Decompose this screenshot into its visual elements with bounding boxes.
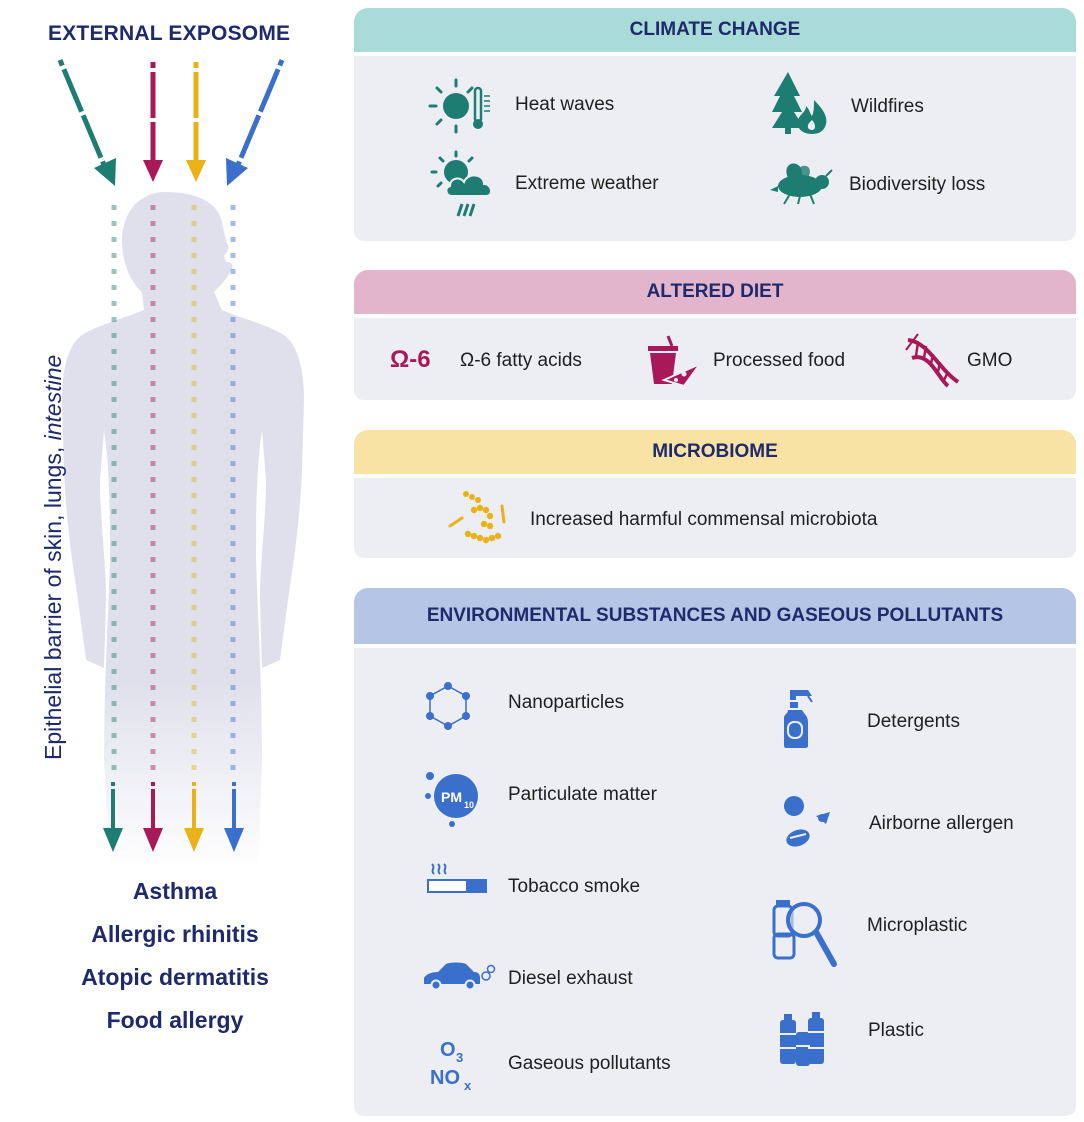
microplastic-label: Microplastic xyxy=(867,915,968,936)
pm-subscript: 10 xyxy=(464,800,474,810)
pm-text: PM xyxy=(441,789,462,805)
environmental-header: ENVIRONMENTAL SUBSTANCES AND GASEOUS POL… xyxy=(354,588,1076,644)
cigarette-icon xyxy=(427,863,487,893)
human-silhouette xyxy=(62,192,304,870)
tobacco-smoke-label: Tobacco smoke xyxy=(508,876,641,897)
plastic-bottles-icon xyxy=(780,1012,824,1066)
disease-outcomes: Asthma Allergic rhinitis Atopic dermatit… xyxy=(40,870,310,1042)
sun-thermometer-icon xyxy=(428,78,490,134)
epithelial-barrier-label: Epithelial barrier of skin, lungs, intes… xyxy=(40,354,66,760)
gaseous-pollutants-label: Gaseous pollutants xyxy=(508,1053,671,1074)
airborne-allergen-label: Airborne allergen xyxy=(869,813,1014,834)
omega-6-fatty-acids-label: Ω-6 fatty acids xyxy=(460,350,582,371)
dna-icon xyxy=(905,333,960,388)
microbiome-panel xyxy=(354,478,1076,558)
climate-change-panel xyxy=(354,56,1076,241)
nox-subscript: x xyxy=(464,1078,472,1093)
teal-arrow-in xyxy=(57,59,116,186)
nanoparticles-label: Nanoparticles xyxy=(508,692,625,713)
incoming-arrows xyxy=(57,59,285,186)
wildfires-label: Wildfires xyxy=(851,96,924,117)
spray-bottle-icon xyxy=(784,690,813,748)
biodiversity-loss-label: Biodiversity loss xyxy=(849,174,986,195)
car-exhaust-icon xyxy=(424,962,496,991)
drink-pizza-icon xyxy=(648,335,704,388)
blue-arrow-in xyxy=(226,59,285,186)
altered-diet-panel xyxy=(354,318,1076,400)
nox-text: NO xyxy=(430,1067,460,1089)
processed-food-label: Processed food xyxy=(713,350,846,371)
omega-icon: Ω-6 xyxy=(390,346,431,373)
detergents-label: Detergents xyxy=(867,711,960,732)
diesel-exhaust-label: Diesel exhaust xyxy=(508,968,633,989)
o3-text: O xyxy=(440,1039,456,1061)
harmful-microbiota-label: Increased harmful commensal microbiota xyxy=(530,509,878,530)
pm10-icon: PM 10 xyxy=(425,772,478,827)
magenta-arrow-in xyxy=(143,62,163,182)
extreme-weather-label: Extreme weather xyxy=(515,173,659,194)
outcome-atopic-dermatitis: Atopic dermatitis xyxy=(81,964,269,990)
outgoing-arrows xyxy=(103,782,244,852)
storm-cloud-icon xyxy=(430,150,492,217)
tree-fire-icon xyxy=(772,72,827,134)
pollen-icon xyxy=(784,796,830,847)
bacteria-icon xyxy=(448,491,506,544)
plastic-label: Plastic xyxy=(868,1020,924,1041)
magnifier-bottles-icon xyxy=(772,900,837,967)
outcome-food-allergy: Food allergy xyxy=(106,1007,244,1033)
outcome-asthma: Asthma xyxy=(132,878,218,904)
microbiome-header: MICROBIOME xyxy=(354,430,1076,474)
gmo-label: GMO xyxy=(967,350,1013,371)
nanoparticle-ring-icon xyxy=(426,682,470,730)
o3-subscript: 3 xyxy=(456,1050,463,1065)
bee-icon xyxy=(770,163,833,205)
particulate-matter-label: Particulate matter xyxy=(508,784,657,805)
altered-diet-header: ALTERED DIET xyxy=(354,270,1076,314)
heat-waves-label: Heat waves xyxy=(515,94,615,115)
human-exposure-figure xyxy=(57,59,304,870)
climate-change-header: CLIMATE CHANGE xyxy=(354,8,1076,52)
external-exposome-title: EXTERNAL EXPOSOME xyxy=(48,22,291,45)
o3-nox-icon: O 3 NO x xyxy=(430,1039,472,1093)
yellow-arrow-in xyxy=(186,62,206,182)
outcome-allergic-rhinitis: Allergic rhinitis xyxy=(91,921,259,947)
